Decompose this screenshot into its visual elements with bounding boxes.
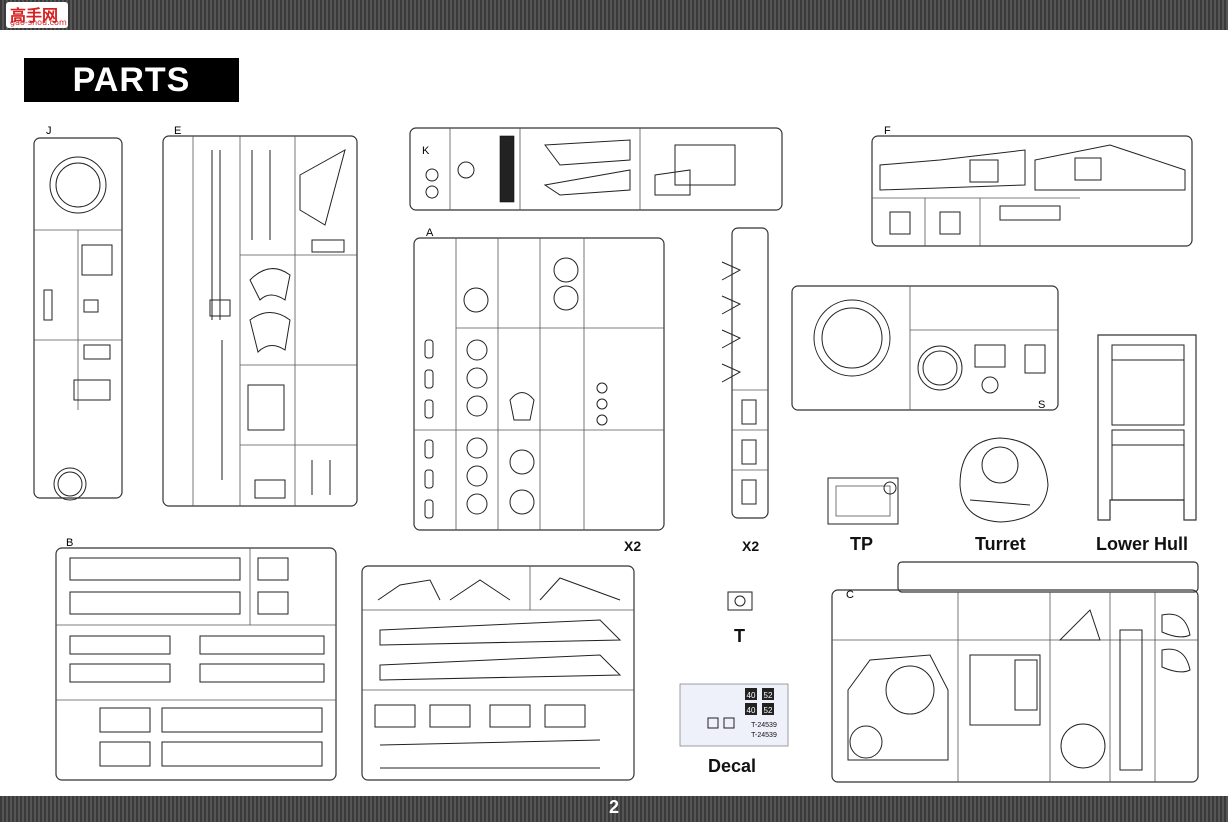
bottom-footer-band: [0, 796, 1228, 822]
sprue-b: [721, 227, 769, 519]
t-part-drawing: [727, 591, 753, 611]
sprue-f: [871, 135, 1193, 247]
decal-label: Decal: [708, 756, 757, 776]
sprue-e: [162, 135, 358, 507]
sprue-letter-c: C: [846, 589, 854, 601]
sprue-letter-s: S: [1038, 399, 1045, 411]
logo-site: gao-shou.com: [10, 18, 67, 27]
decal-number-3: 40: [747, 706, 756, 715]
top-header-band: [0, 0, 1228, 30]
decal-code-2: T-24539: [751, 732, 777, 739]
sprue-a: [413, 237, 665, 531]
lower-hull-label: Lower Hull: [1096, 534, 1189, 554]
decal-number-4: 52: [764, 706, 773, 715]
turret-drawing: [959, 437, 1049, 523]
logo-mark: 高手网: [10, 6, 59, 25]
tp-photoetch-drawing: [827, 477, 899, 525]
sprue-letter-e: E: [174, 125, 181, 137]
turret-label: Turret: [975, 534, 1026, 554]
page-title: PARTS: [24, 58, 239, 102]
sprue-letter-b: B: [66, 537, 73, 549]
page-number: 2: [608, 797, 619, 817]
sprue-letter-f: F: [884, 125, 891, 137]
sprue-letter-k: K: [422, 145, 430, 157]
decal-number-2: 52: [764, 691, 773, 700]
x2-label-b: X2: [742, 538, 760, 554]
sprue-tracks: [55, 547, 337, 781]
lower-hull-drawing: [1097, 334, 1197, 521]
sprue-letter-a: A: [426, 227, 434, 239]
decal-sheet: [679, 683, 789, 747]
x2-label-a: X2: [624, 538, 642, 554]
sprue-fenders: [361, 565, 635, 781]
decal-number-1: 40: [747, 691, 756, 700]
sprue-c: [831, 561, 1199, 783]
tp-label: TP: [850, 534, 874, 554]
sprue-k: [409, 127, 783, 211]
t-label: T: [734, 626, 745, 646]
sprue-letter-j: J: [46, 125, 52, 137]
sprue-j: [33, 137, 123, 501]
decal-code-1: T-24539: [751, 722, 777, 729]
sprue-s: [791, 285, 1059, 411]
site-logo: 高手网 gao-shou.com: [6, 2, 68, 28]
